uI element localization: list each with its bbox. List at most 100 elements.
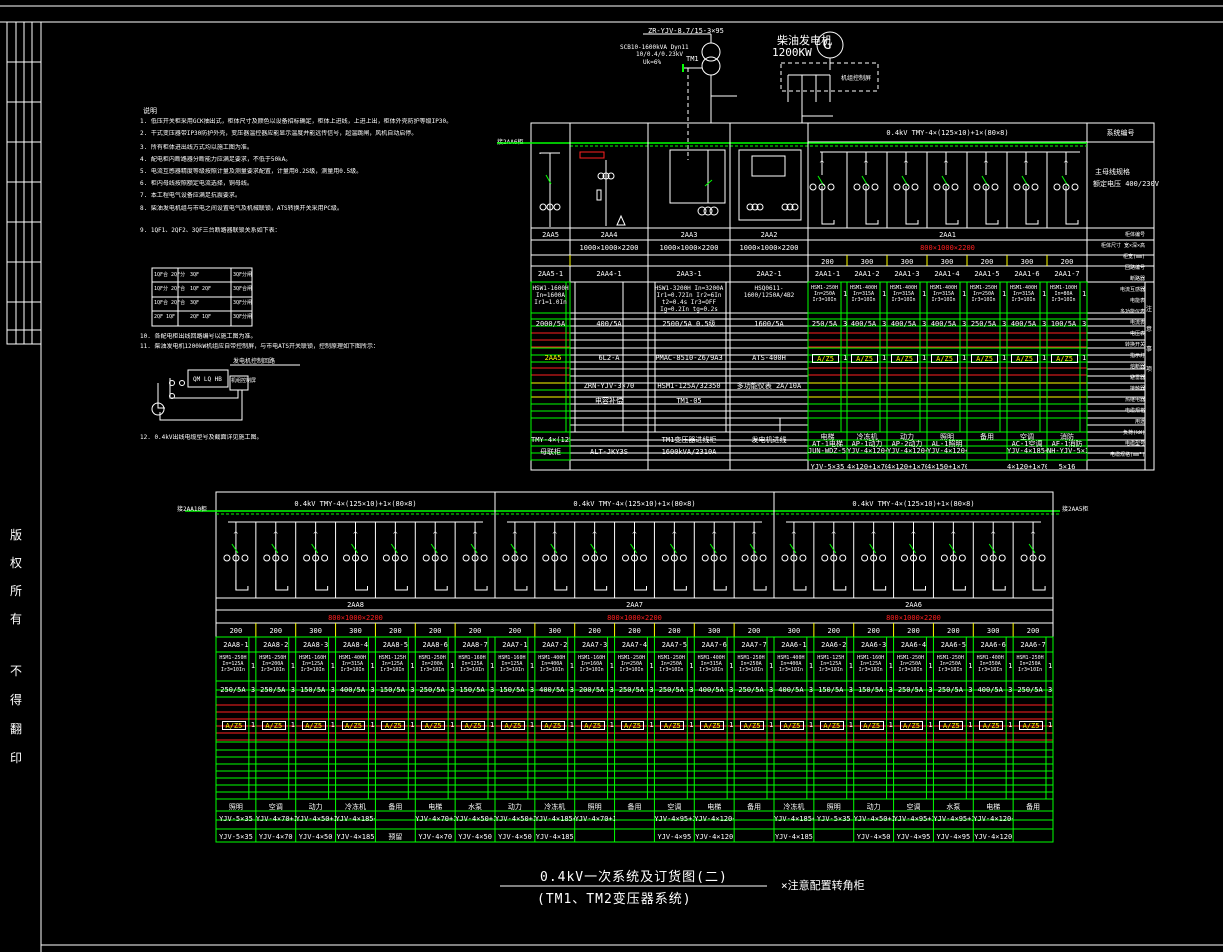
ct-ratio: 250/5A xyxy=(937,686,963,694)
breaker-switch xyxy=(390,543,398,554)
breaker-qty: 1 xyxy=(450,662,455,670)
cabinet-id: 2AA4 xyxy=(600,231,618,239)
breaker-switch xyxy=(948,543,956,554)
ct-symbol xyxy=(701,554,709,562)
meter-qty: 1 xyxy=(888,721,893,729)
breaker-switch xyxy=(829,543,837,554)
ct-qty: 3 xyxy=(922,320,927,328)
cable-label: ZR-YJV-8.7/15-3×95 xyxy=(648,27,724,35)
cable-type: YJV-5×35 xyxy=(219,815,253,823)
ct-symbol xyxy=(901,554,908,562)
disconnect-mark: ^ xyxy=(552,531,558,539)
ct-symbol xyxy=(933,183,941,191)
meter-spec: A/Z5 xyxy=(540,721,565,730)
note-item: 10. 各配电柜出线回路编号以施工图为准。 xyxy=(140,333,257,340)
note-item: 8. 柴油发电机组与市电之间设置电气及机械联锁，ATS转换开关采用PC级。 xyxy=(140,205,343,212)
ct-ratio: 250/5A xyxy=(220,686,246,694)
interlock-contact: 1QF 2QF xyxy=(190,286,212,292)
ct-qty: 3 xyxy=(609,686,614,694)
meter-qty: 1 xyxy=(649,721,654,729)
legend-header: 系统编号 xyxy=(1106,129,1135,137)
ct-symbol xyxy=(980,554,988,562)
ct-symbol xyxy=(911,183,919,191)
feeder-width: 300 xyxy=(1020,258,1034,266)
ct-ratio: 150/5A xyxy=(299,686,326,694)
breaker-qty: 1 xyxy=(410,662,415,670)
meter-spec: A/Z5 xyxy=(979,721,1004,730)
cabinet-id: 2AA2 xyxy=(760,231,778,239)
note-item: 9. 1QF1、2QF2、3QF三台断路器联锁关系如下表： xyxy=(140,227,281,234)
row-label: 转换开关 xyxy=(1124,342,1145,348)
ct-qty: 3 xyxy=(848,686,853,694)
ct-ratio: 400/5A xyxy=(890,320,917,328)
meter-spec: A/Z5 xyxy=(461,721,485,730)
feeder-symbol: ^ xyxy=(661,522,687,591)
cable-type: YJV-4×70+1×35 xyxy=(574,815,615,823)
meter-spec: A/Z5 xyxy=(660,721,685,730)
row-label: 避雷器 xyxy=(1129,375,1145,381)
side-stamp-char: 版 xyxy=(9,528,22,542)
load-name: 消防 xyxy=(1060,433,1074,441)
generator-symbol: G xyxy=(823,37,832,53)
breaker-spec: HSM1-400H In=315A Ir3=10In xyxy=(1009,285,1038,303)
breaker-qty: 1 xyxy=(882,290,887,298)
cable-type: YJV-4×120+1×70 xyxy=(887,447,927,455)
ct-symbol xyxy=(709,206,719,216)
ct-symbol xyxy=(281,554,289,562)
ct-symbol xyxy=(781,554,789,562)
meter-qty: 1 xyxy=(1048,721,1053,729)
ct-symbol xyxy=(746,203,754,211)
ct-symbol xyxy=(759,554,767,562)
breaker-switch xyxy=(789,543,797,554)
ct-symbol xyxy=(818,183,826,191)
ct-symbol xyxy=(502,554,510,562)
ct-symbol xyxy=(431,554,439,562)
note-item: 2. 干式变压器带IP30防护外壳，变压器温控器应能显示温度并能远传信号，超温跳… xyxy=(140,130,418,137)
cable-size: YJV-4×50 xyxy=(298,833,333,841)
lower-bus-label: 0.4kV TMY-4×(125×10)+1×(80×8) xyxy=(852,500,975,508)
interlock-state: 1QF合 2QF合 xyxy=(154,300,186,306)
unit-id: 2AA6-5 xyxy=(940,641,966,649)
feeder-spec: HSM1-125A/32350 xyxy=(657,382,721,390)
meter-spec: A/Z5 xyxy=(261,721,286,730)
ct-symbol xyxy=(951,183,959,191)
ct-ratio: 250/5A xyxy=(419,686,445,694)
row-label: 电流互感器 xyxy=(1119,287,1145,293)
ct-symbol xyxy=(1022,183,1030,191)
feeder-width: 200 xyxy=(269,627,283,635)
meter-spec: A/Z5 xyxy=(851,354,878,363)
feeder-symbol: ^ xyxy=(263,522,289,591)
disconnect-mark: ^ xyxy=(592,531,598,539)
cabinet-id: 2AA1 xyxy=(939,231,956,239)
feeder-width: 200 xyxy=(907,627,920,635)
meter-qty: 1 xyxy=(330,721,335,729)
ct-qty: 3 xyxy=(490,686,495,694)
feeder-width: 200 xyxy=(1026,627,1040,635)
ct-ratio: 150/5A xyxy=(857,686,884,694)
disconnect-mark: ^ xyxy=(512,531,518,539)
ct-qty: 3 xyxy=(928,686,933,694)
feeder-width: 300 xyxy=(900,258,914,266)
load-desc: AF-1消防 xyxy=(1051,440,1083,448)
breaker-spec: HSM1-400H In=315A Ir3=10In xyxy=(697,655,725,673)
unit-id: 2AA8-5 xyxy=(382,641,408,649)
unit-id: 2AA1-5 xyxy=(974,270,1000,278)
cable-type: YJV-4×95+1×50 xyxy=(933,815,973,823)
load-name: TM1变压器进线柜 xyxy=(661,436,717,444)
meter-qty: 1 xyxy=(1002,354,1007,362)
feeder-symbol: ^ xyxy=(622,522,647,591)
generator-panel-label: 机组控制屏 xyxy=(841,75,872,82)
ct-symbol xyxy=(750,554,758,562)
ct-symbol xyxy=(719,554,727,562)
cable-size: YJV-4×185 xyxy=(336,833,375,841)
cable-size: YJV-4×70 xyxy=(258,833,293,841)
breaker-qty: 1 xyxy=(808,662,814,670)
unit-id: 2AA8-2 xyxy=(263,641,289,649)
ct-qty: 3 xyxy=(290,686,295,694)
cable-type: YJV-4×185+1×95 xyxy=(335,815,376,823)
row-label: 电缆规格(mm²) xyxy=(1109,452,1145,458)
cable-size: YJV-4×50 xyxy=(458,833,492,841)
load-desc: AC-1空调 xyxy=(1011,440,1043,448)
breaker-switch xyxy=(510,543,518,554)
